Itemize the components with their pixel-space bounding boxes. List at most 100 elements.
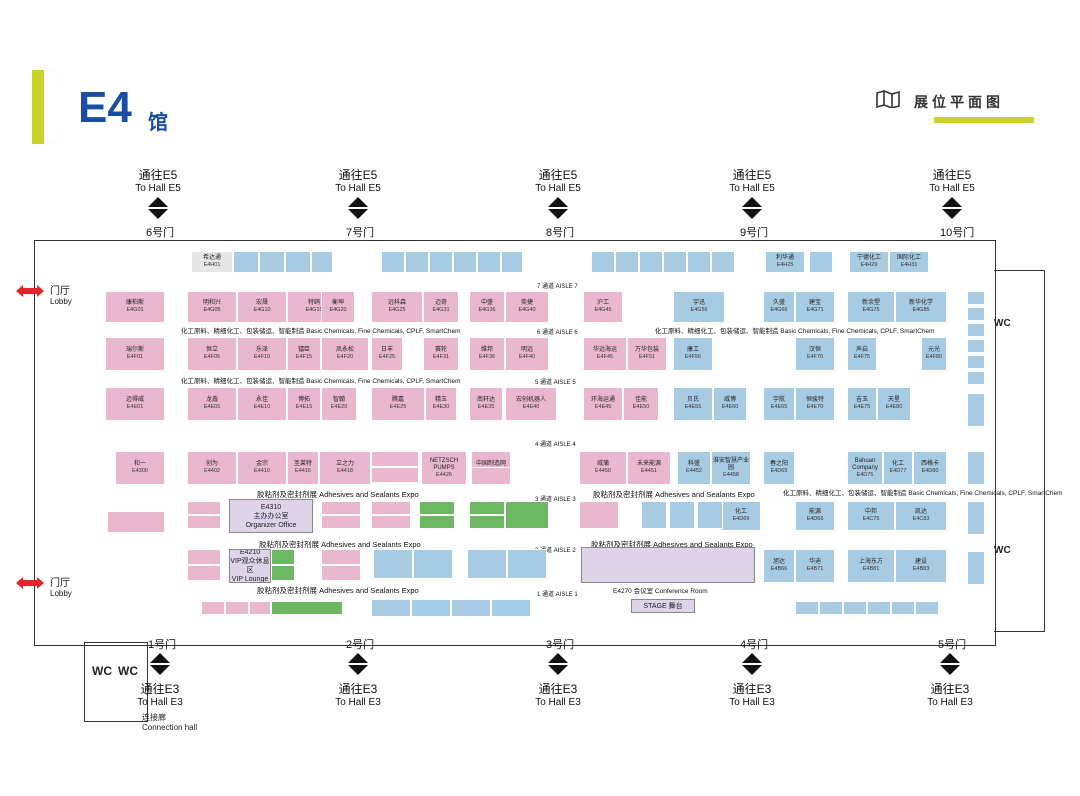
booth-small[interactable] [469,515,505,529]
booth-small[interactable] [967,551,985,585]
booth-small[interactable] [505,501,549,529]
booth-small[interactable] [419,515,455,529]
booth-small[interactable] [477,251,501,273]
booth-small[interactable] [453,251,477,273]
booth-small[interactable] [411,599,451,617]
booth-small[interactable] [405,251,429,273]
booth-small[interactable] [107,511,165,533]
booth-small[interactable] [201,601,225,615]
booth-small[interactable] [469,501,505,515]
booth-small[interactable] [967,307,985,321]
booth-small[interactable] [225,601,249,615]
booth-small[interactable] [271,549,295,565]
booth-small[interactable] [507,549,547,579]
booth-small[interactable] [867,601,891,615]
booth-small[interactable] [501,251,523,273]
booth-small[interactable] [795,601,819,615]
booth-small[interactable] [809,251,833,273]
booth-small[interactable] [967,371,985,385]
booth-small[interactable] [187,501,221,515]
booth-small[interactable] [271,601,343,615]
booth-small[interactable] [451,599,491,617]
booth-small[interactable] [259,251,285,273]
booth-small[interactable] [669,501,695,529]
booth-small[interactable] [373,549,413,579]
booth-small[interactable] [471,467,511,485]
booth-small[interactable] [967,393,985,427]
booth-small[interactable] [967,339,985,353]
booth-small[interactable] [891,601,915,615]
booth-small[interactable] [491,599,531,617]
booth-small[interactable] [843,601,867,615]
booth-small[interactable] [187,549,221,565]
booth-small[interactable] [967,355,985,369]
booth-small[interactable] [663,251,687,273]
booth-small[interactable] [371,515,411,529]
booth-small[interactable] [321,549,361,565]
booth-small[interactable] [419,501,455,515]
booth-small[interactable] [967,501,985,535]
booth-small[interactable] [697,501,723,529]
booth-small[interactable] [413,549,453,579]
booth-small[interactable] [187,565,221,581]
booth-small[interactable] [371,451,419,467]
booth-small[interactable] [591,251,615,273]
booth-small[interactable] [311,251,333,273]
booth-small[interactable] [967,291,985,305]
booth-small[interactable] [967,323,985,337]
booth-small[interactable] [639,251,663,273]
booth-small[interactable] [967,451,985,485]
booth-small[interactable] [641,501,667,529]
booth-small[interactable] [915,601,939,615]
booth-small[interactable] [371,501,411,515]
